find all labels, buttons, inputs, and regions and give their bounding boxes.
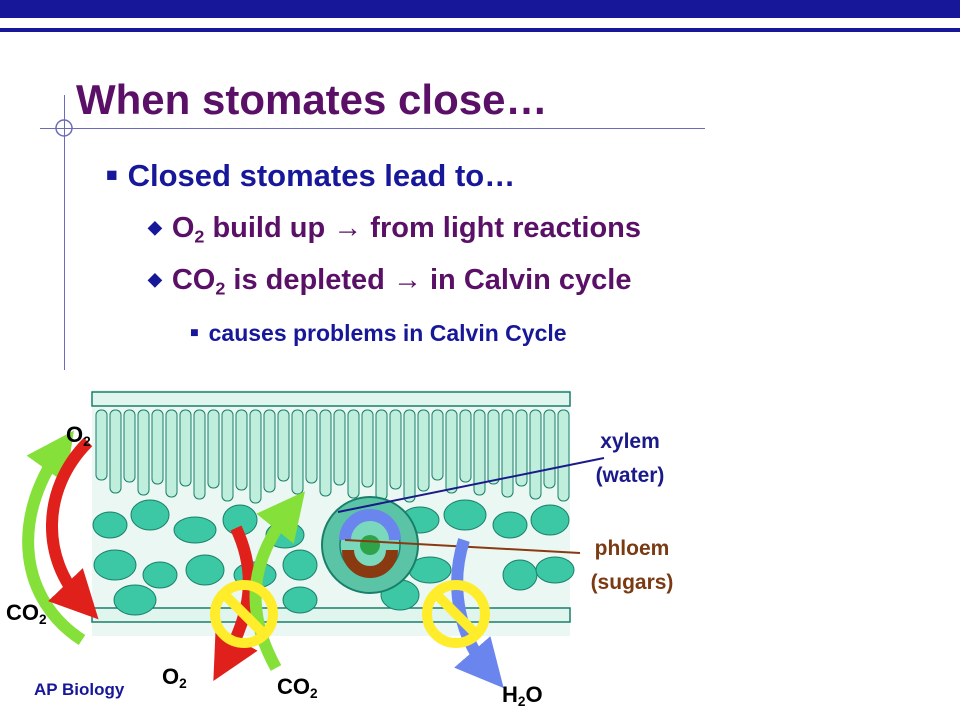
bullet-closed-stomates: ■Closed stomates lead to… [106, 158, 516, 193]
crosshair-icon [55, 119, 73, 137]
margin-rule [64, 95, 65, 370]
spongy-cell [93, 549, 137, 581]
palisade-cell [445, 409, 458, 494]
spongy-cell [130, 499, 170, 531]
phloem-label: phloem (sugars) [590, 537, 674, 594]
square-bullet-icon: ■ [190, 325, 199, 342]
o2-out-arrow [46, 437, 99, 620]
palisade-cell [557, 409, 570, 502]
palisade-cell [347, 409, 360, 499]
palisade-cell [263, 409, 276, 493]
right-arrow-icon: → [392, 264, 422, 296]
square-bullet-icon: ■ [106, 165, 118, 187]
upper-epidermis [91, 391, 571, 407]
palisade-cell [179, 409, 192, 487]
palisade-cell [529, 409, 542, 500]
lower-epidermis [91, 607, 571, 623]
palisade-cell [235, 409, 248, 491]
spongy-layer [92, 499, 575, 616]
co2-left-label: CO2 [6, 600, 47, 628]
bullet-o2-buildup: ◆O2 build up → from light reactions [148, 212, 642, 247]
top-banner-bar [0, 0, 960, 18]
palisade-cell [151, 409, 164, 485]
palisade-cell [417, 409, 430, 492]
palisade-cell [193, 409, 206, 500]
o2-top-label: O2 [66, 422, 91, 450]
spongy-cell [142, 561, 178, 589]
palisade-cell [165, 409, 178, 498]
xylem-pointer-line [337, 457, 605, 513]
co2-bottom-label: CO2 [277, 674, 318, 702]
bullet-co2-depleted: ◆CO2 is depleted → in Calvin cycle [148, 264, 632, 299]
palisade-cell [291, 409, 304, 495]
spongy-cell [282, 586, 318, 614]
xylem-label: xylem (water) [595, 430, 665, 487]
palisade-cell [109, 409, 122, 494]
vascular-bundle [321, 496, 419, 594]
palisade-cell [137, 409, 150, 496]
palisade-cell [431, 409, 444, 481]
palisade-cell [207, 409, 220, 489]
palisade-cell [389, 409, 402, 490]
spongy-cell [443, 499, 487, 531]
bullet-calvin-problems: ■causes problems in Calvin Cycle [190, 320, 567, 346]
slide-title: When stomates close… [76, 76, 548, 123]
palisade-cell [375, 409, 388, 501]
palisade-cell [221, 409, 234, 502]
title-rule [40, 128, 705, 129]
palisade-cell [277, 409, 290, 482]
blocked-stoma-right-icon [422, 580, 490, 648]
palisade-cell [361, 409, 374, 488]
palisade-cell [501, 409, 514, 498]
spongy-cell [535, 556, 575, 584]
palisade-cell [95, 409, 108, 481]
co2-in-arrow [22, 430, 86, 646]
palisade-cell [123, 409, 136, 483]
o2-bottom-label: O2 [162, 664, 187, 692]
footer-course-label: AP Biology [34, 680, 125, 699]
palisade-cell [319, 409, 332, 497]
spongy-cell [173, 516, 217, 544]
palisade-cell [333, 409, 346, 486]
h2o-label: H2O [502, 682, 543, 710]
spongy-cell [502, 559, 538, 591]
palisade-cell [543, 409, 556, 489]
spongy-cell [185, 554, 225, 586]
palisade-cell [473, 409, 486, 496]
palisade-cell [305, 409, 318, 484]
palisade-cell [249, 409, 262, 504]
palisade-cell [515, 409, 528, 487]
spongy-cell [282, 549, 318, 581]
right-arrow-icon: → [333, 212, 363, 244]
diamond-bullet-icon: ◆ [148, 216, 162, 237]
spongy-cell [530, 504, 570, 536]
spongy-cell [113, 584, 157, 616]
diamond-bullet-icon: ◆ [148, 268, 162, 289]
spongy-cell [92, 511, 128, 539]
blocked-stoma-left-icon [210, 580, 278, 648]
palisade-cell [403, 409, 416, 503]
palisade-cell [487, 409, 500, 485]
top-divider-line [0, 28, 960, 32]
spongy-cell [492, 511, 528, 539]
palisade-cell [459, 409, 472, 483]
